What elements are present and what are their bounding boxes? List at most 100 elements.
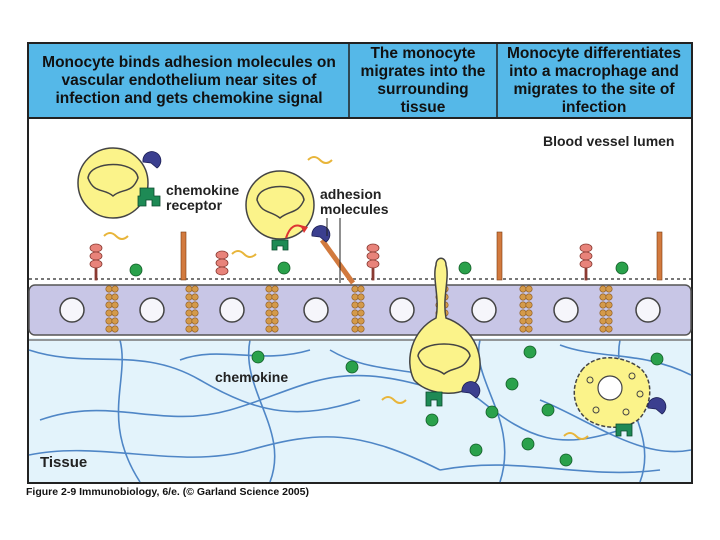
junction-bead bbox=[519, 301, 527, 309]
monocyte-adhering bbox=[245, 170, 331, 251]
junction-bead bbox=[605, 301, 613, 309]
junction-bead bbox=[357, 285, 365, 293]
junction-bead bbox=[525, 285, 533, 293]
endothelial-nucleus bbox=[219, 297, 245, 323]
junction-bead bbox=[525, 301, 533, 309]
caption-book: Immunobiology, 6/e. bbox=[79, 486, 180, 498]
chemokine-squiggle bbox=[103, 232, 129, 240]
junction-bead bbox=[357, 301, 365, 309]
junction-bead bbox=[105, 285, 113, 293]
junction-bead bbox=[525, 293, 533, 301]
chemokine-dots bbox=[129, 261, 664, 467]
junction-bead bbox=[105, 293, 113, 301]
tissue-label: Tissue bbox=[40, 454, 88, 471]
junction-bead bbox=[599, 325, 607, 333]
junction-bead bbox=[265, 293, 273, 301]
junction-bead bbox=[599, 301, 607, 309]
junction-bead bbox=[271, 285, 279, 293]
junction-bead bbox=[519, 325, 527, 333]
junction-bead bbox=[519, 285, 527, 293]
junction-bead bbox=[351, 309, 359, 317]
junction-bead bbox=[271, 309, 279, 317]
junction-bead bbox=[605, 293, 613, 301]
blood-vessel-lumen-label: Blood vessel lumen bbox=[543, 133, 675, 149]
junction-bead bbox=[351, 293, 359, 301]
junction-bead bbox=[185, 301, 193, 309]
junction-bead bbox=[265, 309, 273, 317]
endothelial-nucleus bbox=[139, 297, 165, 323]
junction-bead bbox=[357, 309, 365, 317]
junction-bead bbox=[265, 301, 273, 309]
junction-bead bbox=[111, 285, 119, 293]
adhesion-molecules-label: adhesion molecules bbox=[320, 186, 389, 217]
junction-bead bbox=[191, 309, 199, 317]
monocyte-rolling bbox=[77, 147, 162, 219]
monocyte-transmigrating bbox=[409, 257, 481, 407]
header-band bbox=[29, 44, 691, 118]
junction-bead bbox=[357, 293, 365, 301]
junction-bead bbox=[265, 285, 273, 293]
junction-bead bbox=[351, 325, 359, 333]
pink-ligands bbox=[89, 243, 593, 281]
junction-bead bbox=[271, 325, 279, 333]
selectin-stick bbox=[319, 238, 356, 285]
junction-bead bbox=[191, 301, 199, 309]
junction-bead bbox=[191, 285, 199, 293]
junction-bead bbox=[605, 309, 613, 317]
selectin-stick bbox=[496, 231, 503, 281]
endothelial-nucleus bbox=[553, 297, 579, 323]
junction-bead bbox=[351, 301, 359, 309]
junction-bead bbox=[357, 325, 365, 333]
junction-bead bbox=[185, 309, 193, 317]
junction-bead bbox=[519, 317, 527, 325]
panel-header-2: The monocyte migrates into the surroundi… bbox=[360, 45, 486, 116]
junction-bead bbox=[605, 325, 613, 333]
panel-header-1: Monocyte binds adhesion molecules on vas… bbox=[42, 54, 336, 107]
junction-bead bbox=[111, 293, 119, 301]
junction-bead bbox=[111, 317, 119, 325]
caption-copyright: (© Garland Science 2005) bbox=[182, 486, 309, 498]
junction-bead bbox=[105, 301, 113, 309]
junction-bead bbox=[185, 293, 193, 301]
endothelial-nucleus bbox=[635, 297, 661, 323]
junction-bead bbox=[605, 285, 613, 293]
selectin-stick bbox=[656, 231, 663, 281]
junction-bead bbox=[105, 309, 113, 317]
junction-bead bbox=[185, 317, 193, 325]
selectin-stick bbox=[180, 231, 187, 281]
junction-bead bbox=[265, 325, 273, 333]
junction-bead bbox=[191, 293, 199, 301]
chemokine-receptor-icon bbox=[137, 187, 161, 207]
endothelial-nucleus bbox=[389, 297, 415, 323]
junction-bead bbox=[525, 325, 533, 333]
junction-bead bbox=[271, 301, 279, 309]
junction-bead bbox=[599, 317, 607, 325]
junction-bead bbox=[599, 309, 607, 317]
junction-bead bbox=[111, 325, 119, 333]
endothelial-nucleus bbox=[303, 297, 329, 323]
panel-header-3: Monocyte differentiates into a macrophag… bbox=[507, 45, 681, 116]
junction-bead bbox=[525, 309, 533, 317]
junction-bead bbox=[105, 325, 113, 333]
integrin-icon bbox=[142, 151, 162, 169]
junction-bead bbox=[191, 325, 199, 333]
endothelial-nucleus bbox=[59, 297, 85, 323]
junction-bead bbox=[265, 317, 273, 325]
junction-bead bbox=[519, 293, 527, 301]
junction-bead bbox=[185, 285, 193, 293]
junction-bead bbox=[185, 325, 193, 333]
junction-bead bbox=[111, 301, 119, 309]
junction-bead bbox=[357, 317, 365, 325]
chemokine-receptor-label: chemokine receptor bbox=[166, 182, 240, 213]
junction-bead bbox=[105, 317, 113, 325]
junction-bead bbox=[351, 317, 359, 325]
junction-bead bbox=[519, 309, 527, 317]
junction-bead bbox=[525, 317, 533, 325]
junction-bead bbox=[111, 309, 119, 317]
junction-bead bbox=[605, 317, 613, 325]
endothelium bbox=[28, 284, 692, 336]
chemokine-label: chemokine bbox=[215, 369, 289, 385]
junction-bead bbox=[599, 285, 607, 293]
junction-bead bbox=[191, 317, 199, 325]
